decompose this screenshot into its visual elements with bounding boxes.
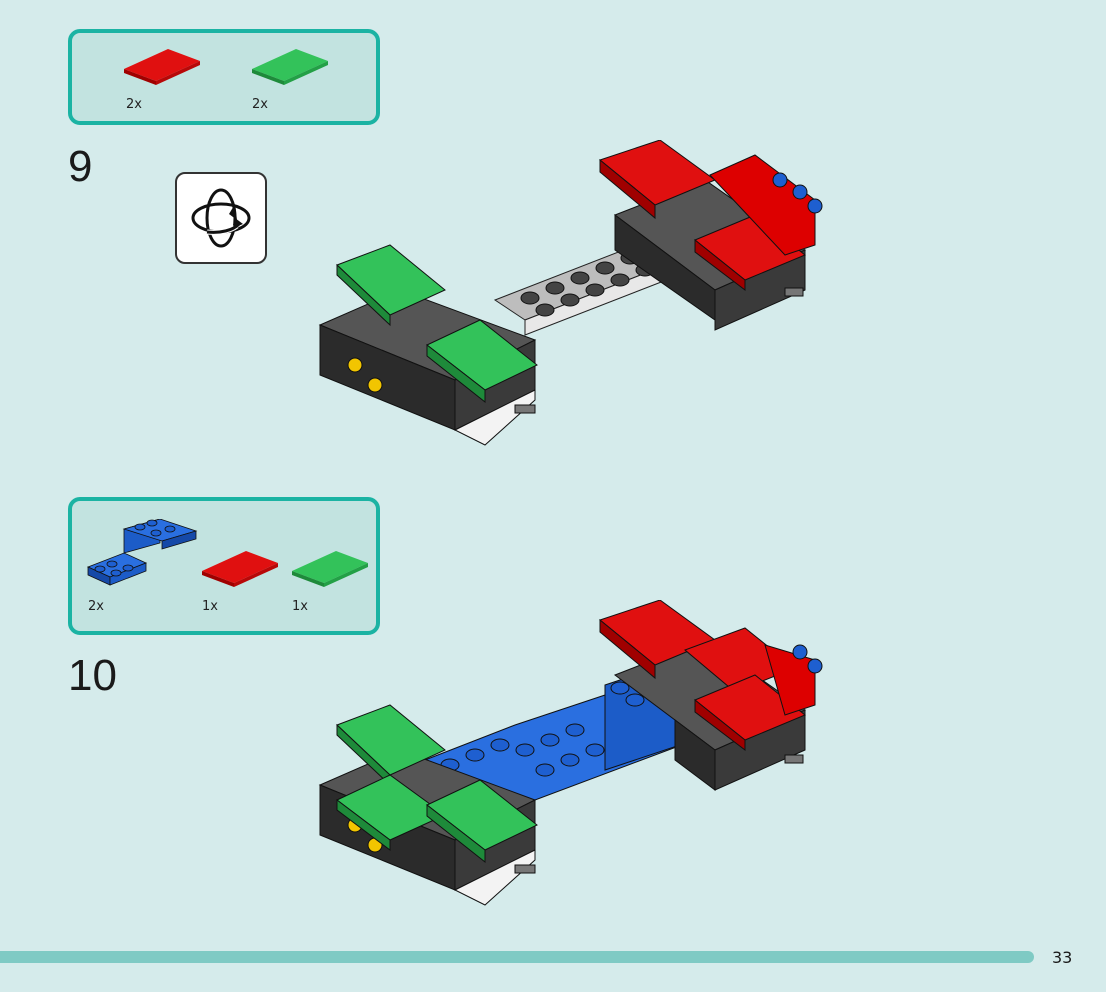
step-9-parts-box: 2x 2x (68, 29, 380, 125)
red-tile (694, 674, 806, 752)
red-tile (598, 140, 717, 220)
red-plate-part-icon (202, 551, 278, 587)
part-qty: 1x (292, 599, 308, 614)
part-qty: 2x (88, 599, 104, 614)
green-tile (426, 319, 538, 404)
blue-bracket-part-icon (86, 519, 198, 586)
page-number: 33 (1052, 948, 1073, 967)
green-tile (336, 244, 446, 327)
green-plate-part-icon (292, 551, 368, 587)
part-qty: 2x (126, 97, 142, 112)
green-tile (426, 779, 538, 864)
step-10-parts-box: 2x 1x 1x (68, 497, 380, 635)
red-side-block (709, 154, 823, 256)
step-10-model-illustration (318, 600, 823, 906)
green-tile (336, 704, 446, 787)
part-qty: 2x (252, 97, 268, 112)
red-side-block (764, 644, 823, 716)
part-qty: 1x (202, 599, 218, 614)
red-plate-part-icon (124, 49, 200, 85)
rotate-model-icon (175, 172, 267, 264)
footer-bar (0, 951, 1034, 963)
green-plate-part-icon (252, 49, 328, 85)
step-9-model-illustration (318, 140, 823, 446)
step-number: 10 (68, 651, 117, 700)
step-number: 9 (68, 142, 93, 191)
red-tile (694, 214, 806, 292)
